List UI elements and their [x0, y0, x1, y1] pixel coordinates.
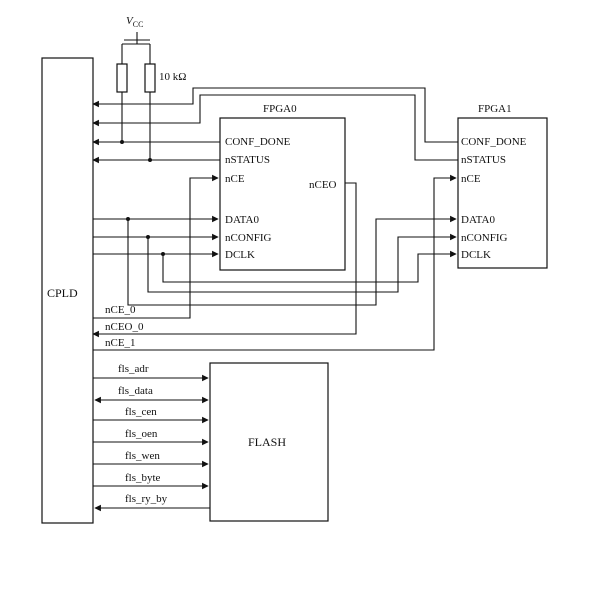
data0-bus — [93, 215, 457, 306]
fpga0-label: FPGA0 — [263, 103, 297, 115]
fpga0-pin-data0: DATA0 — [225, 214, 259, 226]
fpga0-block — [219, 117, 346, 271]
vcc-label: VCC — [126, 15, 143, 29]
flash-signal-adr: fls_adr — [118, 363, 149, 375]
flash-signal-wen: fls_wen — [125, 450, 160, 462]
nce1-wire — [93, 174, 457, 351]
nce1-label: nCE_1 — [105, 337, 136, 349]
fpga1-label: FPGA1 — [478, 103, 512, 115]
fpga0-pin-nce: nCE — [225, 173, 245, 185]
flash-label: FLASH — [248, 435, 286, 449]
flash-signal-byte: fls_byte — [125, 472, 161, 484]
pullup-resistor-1 — [116, 63, 128, 93]
cpld-block — [41, 57, 94, 524]
flash-signal-cen: fls_cen — [125, 406, 157, 418]
fpga0-pin-nceo: nCEO — [309, 179, 337, 191]
dclk-bus — [93, 250, 457, 283]
pullup-resistor-2 — [144, 63, 156, 93]
fpga0-pin-nstatus: nSTATUS — [225, 154, 270, 166]
nceo0-wire — [92, 182, 357, 338]
flash-signal-ry-by: fls_ry_by — [125, 493, 168, 505]
fpga1-block — [457, 117, 548, 269]
nceo0-label: nCEO_0 — [105, 321, 144, 333]
nce0-label: nCE_0 — [105, 304, 136, 316]
nconfig-bus — [93, 233, 457, 293]
flash-block — [209, 362, 329, 522]
flash-bus — [93, 374, 210, 512]
fpga1-pin-dclk: DCLK — [461, 249, 491, 261]
fpga0-pin-nconfig: nCONFIG — [225, 232, 272, 244]
fpga1-status-wires — [92, 87, 458, 161]
fpga0-status-wires — [92, 138, 220, 164]
fpga0-pin-conf-done: CONF_DONE — [225, 136, 291, 148]
cpld-label: CPLD — [47, 286, 78, 300]
fpga1-pin-data0: DATA0 — [461, 214, 495, 226]
vcc-supply — [121, 32, 151, 64]
nce0-wire — [93, 174, 219, 319]
fpga1-pin-conf-done: CONF_DONE — [461, 136, 527, 148]
resistor-value-label: 10 kΩ — [159, 71, 186, 83]
fpga0-pin-dclk: DCLK — [225, 249, 255, 261]
flash-signal-data: fls_data — [118, 385, 153, 397]
fpga1-pin-nconfig: nCONFIG — [461, 232, 508, 244]
fpga1-pin-nstatus: nSTATUS — [461, 154, 506, 166]
flash-signal-oen: fls_oen — [125, 428, 158, 440]
fpga1-pin-nce: nCE — [461, 173, 481, 185]
